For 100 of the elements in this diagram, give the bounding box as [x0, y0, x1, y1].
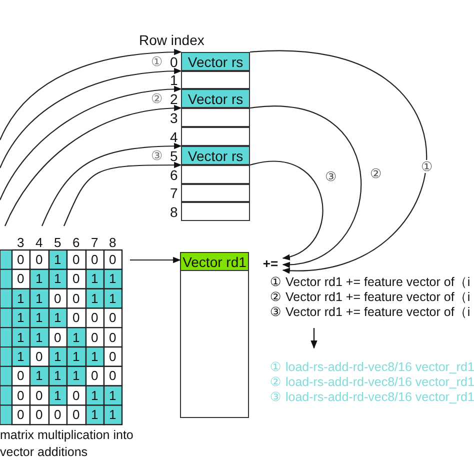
matrix-value: 1 [91, 350, 98, 363]
matrix-value: 0 [72, 388, 80, 402]
matrix-value: 1 [91, 408, 98, 422]
matrix-value: 0 [17, 408, 24, 422]
vector-label: Vector rs [188, 54, 244, 70]
matrix-value: 1 [54, 272, 62, 286]
axis-title: Row index [139, 33, 204, 47]
column-number: 6 [72, 236, 80, 249]
matrix-value: 0 [72, 311, 80, 324]
matrix-value: 0 [54, 292, 62, 305]
matrix-value: 1 [54, 253, 62, 266]
column-number: 5 [54, 236, 62, 249]
matrix-value: 1 [54, 369, 62, 382]
arrow [42, 143, 182, 226]
arrow [0, 68, 182, 168]
matrix-value: 0 [54, 408, 62, 422]
matrix-value: 0 [36, 408, 43, 422]
matrix-value: 0 [109, 350, 116, 363]
matrix-drawing [0, 249, 123, 426]
table-row-box [181, 202, 250, 221]
column-number: 4 [36, 236, 43, 249]
instruction-text: ① load-rs-add-rd-vec8/16 vector_rd1 [270, 361, 474, 374]
matrix-value: 0 [17, 253, 24, 266]
matrix-value: 1 [36, 272, 43, 286]
matrix-value: 1 [36, 330, 43, 344]
matrix-value: 1 [54, 350, 62, 363]
matrix-value: 1 [109, 388, 116, 402]
column-number: 7 [91, 236, 98, 249]
row-number: 4 [170, 130, 178, 144]
row-number: 2 [170, 92, 178, 106]
row-number: 3 [170, 110, 178, 124]
matrix-value: 1 [91, 388, 98, 402]
instruction-text: ② load-rs-add-rd-vec8/16 vector_rd1 [270, 376, 474, 388]
step-number: ② [151, 92, 163, 104]
formula-text: ① Vector rd1 += feature vector of（i [270, 276, 470, 288]
vector-header-box [180, 252, 249, 418]
row-number: 7 [170, 186, 178, 200]
table-row-box [181, 108, 250, 127]
row-number: 0 [170, 54, 178, 68]
matrix-value: 1 [109, 292, 116, 305]
row-number: 6 [170, 168, 178, 182]
table-row-box [181, 165, 250, 184]
formula-text: ③ Vector rd1 += feature vector of（i [270, 306, 470, 318]
matrix-value: 1 [17, 311, 24, 324]
arrow [0, 86, 182, 200]
edge-label: ③ [325, 170, 337, 183]
arrow [4, 105, 182, 226]
caption: matrix multiplication into vector additions [0, 427, 134, 461]
matrix-value: 1 [109, 408, 116, 422]
arrow [130, 256, 181, 264]
step-number: ① [151, 54, 163, 68]
matrix-value: 1 [109, 272, 116, 286]
instruction-text: ③ load-rs-add-rd-vec8/16 vector_rd1 [270, 391, 474, 404]
row-number: 1 [170, 73, 178, 87]
arrow [0, 49, 182, 140]
arrow [250, 51, 427, 273]
matrix-value: 1 [36, 369, 43, 382]
matrix-value: 1 [91, 272, 98, 286]
matrix-value: 0 [72, 272, 80, 286]
vector-label: Vector rd1 [182, 254, 246, 270]
matrix-value: 0 [72, 253, 80, 266]
operator-text: += [258, 255, 283, 271]
matrix-value: 1 [17, 350, 24, 363]
vector-label: Vector rs [188, 90, 244, 106]
arrow [250, 160, 324, 260]
matrix-value: 1 [54, 388, 62, 402]
arrow [250, 106, 362, 267]
formula-text: ② Vector rd1 += feature vector of（i [270, 291, 470, 304]
matrix-value: 0 [17, 272, 24, 286]
matrix-value: 1 [54, 311, 62, 324]
matrix-value: 0 [17, 369, 24, 382]
matrix-value: 0 [109, 330, 116, 344]
matrix-value: 1 [72, 369, 80, 382]
matrix-value: 0 [91, 330, 98, 344]
arrow [64, 162, 182, 226]
row-number: 5 [170, 148, 178, 162]
matrix-value: 1 [17, 292, 24, 305]
matrix-value: 0 [109, 369, 116, 382]
table-row-box [181, 127, 250, 146]
matrix-value: 0 [36, 253, 43, 266]
matrix-value: 0 [36, 388, 43, 402]
column-number: 3 [17, 236, 24, 249]
matrix-value: 1 [72, 330, 80, 344]
matrix-value: 0 [91, 253, 98, 266]
step-number: ③ [151, 148, 163, 162]
table-row-box [181, 184, 250, 202]
edge-label: ① [421, 160, 433, 173]
matrix-value: 0 [91, 369, 98, 382]
matrix-value: 1 [72, 350, 80, 363]
matrix-value: 1 [36, 311, 43, 324]
vector-row-box [181, 52, 250, 71]
row-number: 8 [170, 204, 178, 218]
edge-label: ② [370, 167, 382, 180]
matrix-value: 1 [36, 292, 43, 305]
matrix-value: 0 [91, 311, 98, 324]
matrix-value: 0 [72, 292, 80, 305]
table-row-box [181, 71, 250, 89]
matrix-value: 0 [72, 408, 80, 422]
column-number: 8 [109, 236, 116, 249]
matrix-value: 0 [17, 388, 24, 402]
